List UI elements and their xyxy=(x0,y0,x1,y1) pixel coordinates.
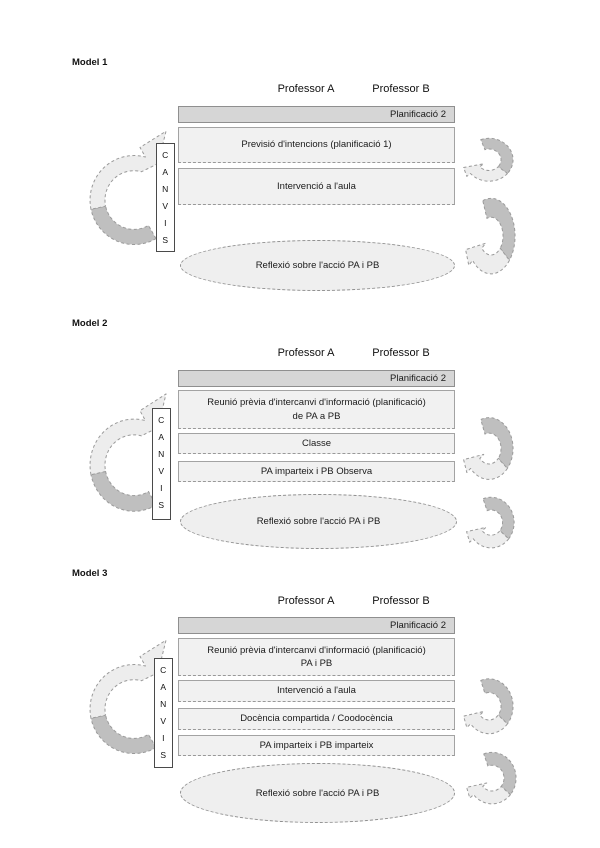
planning-header: Planificació 2 xyxy=(178,106,455,123)
stage-box-line: Docència compartida / Coodocència xyxy=(240,713,393,725)
stage-box: PA imparteix i PB imparteix xyxy=(178,735,455,756)
professor-b-header: Professor B xyxy=(372,595,430,607)
stage-box-line: Intervenció a l'aula xyxy=(277,180,356,192)
curl-arrow-right-bottom-icon xyxy=(465,189,517,277)
stage-box-line: PA imparteix i PB Observa xyxy=(260,465,373,477)
canvis-box: CANVIS xyxy=(156,143,175,252)
stage-box-line: de PA a PB xyxy=(292,410,341,422)
reflection-ellipse: Reflexió sobre l'acció PA i PB xyxy=(180,763,455,823)
stage-box: Docència compartida / Coodocència xyxy=(178,708,455,730)
arrow-ribbon-light xyxy=(464,711,508,733)
stage-box-line: PA imparteix i PB imparteix xyxy=(259,739,374,751)
arrow-ribbon-dark xyxy=(91,206,156,244)
model-label: Model 2 xyxy=(72,318,108,329)
stage-box-line: PA i PB xyxy=(300,658,333,669)
stage-box: Reunió prèvia d'intercanvi d'informació … xyxy=(178,390,455,429)
curl-arrow-right-top-icon xyxy=(463,672,515,736)
curl-arrow-right-bottom-icon xyxy=(466,746,518,806)
stage-box-line: Previsió d'intencions (planificació 1) xyxy=(241,139,392,151)
canvis-box: CANVIS xyxy=(154,658,173,768)
model-label: Model 3 xyxy=(72,568,108,579)
arrow-ribbon-light xyxy=(90,131,166,209)
arrow-ribbon-dark xyxy=(481,138,513,173)
arrow-ribbon-dark xyxy=(483,198,515,260)
cycle-arrow-left-icon xyxy=(88,373,168,549)
arrow-ribbon-light xyxy=(467,527,509,548)
stage-box: Reunió prèvia d'intercanvi d'informació … xyxy=(178,638,455,676)
arrow-ribbon-light xyxy=(90,394,166,475)
curl-arrow-right-top-icon xyxy=(463,410,515,482)
curl-arrow-right-bottom-icon xyxy=(466,491,516,550)
arrow-ribbon-light xyxy=(467,783,511,804)
stage-box: PA imparteix i PB Observa xyxy=(178,461,455,482)
stage-box-line: Classe xyxy=(301,437,332,449)
arrow-ribbon-light xyxy=(90,640,166,718)
stage-box-line: Reunió prèvia d'intercanvi d'informació … xyxy=(207,397,426,409)
arrow-ribbon-dark xyxy=(481,418,513,469)
model-label: Model 1 xyxy=(72,57,108,68)
professor-b-header: Professor B xyxy=(372,83,430,95)
arrow-ribbon-light xyxy=(464,454,508,479)
cycle-arrow-left-icon xyxy=(88,620,168,790)
arrow-ribbon-dark xyxy=(481,679,513,724)
arrow-ribbon-dark xyxy=(484,752,516,794)
stage-box: Intervenció a l'aula xyxy=(178,168,455,205)
stage-box-line: Reunió prèvia d'intercanvi d'informació … xyxy=(207,644,426,656)
cycle-arrow-left-icon xyxy=(88,111,168,281)
professor-b-header: Professor B xyxy=(372,347,430,359)
arrow-ribbon-dark xyxy=(91,471,156,511)
arrow-ribbon-light xyxy=(466,243,510,274)
arrow-ribbon-dark xyxy=(483,497,514,539)
stage-box: Intervenció a l'aula xyxy=(178,680,455,702)
canvis-box: CANVIS xyxy=(152,408,171,520)
reflection-ellipse: Reflexió sobre l'acció PA i PB xyxy=(180,494,457,549)
stage-box: Classe xyxy=(178,433,455,454)
reflection-ellipse: Reflexió sobre l'acció PA i PB xyxy=(180,240,455,291)
arrow-ribbon-light xyxy=(464,164,508,181)
stage-box-line: Intervenció a l'aula xyxy=(277,685,356,697)
curl-arrow-right-top-icon xyxy=(463,133,515,183)
planning-header: Planificació 2 xyxy=(178,370,455,387)
stage-box: Previsió d'intencions (planificació 1) xyxy=(178,127,455,163)
professor-a-header: Professor A xyxy=(277,595,335,607)
professor-a-header: Professor A xyxy=(277,347,335,359)
arrow-ribbon-dark xyxy=(91,715,156,753)
professor-a-header: Professor A xyxy=(277,83,335,95)
planning-header: Planificació 2 xyxy=(178,617,455,634)
